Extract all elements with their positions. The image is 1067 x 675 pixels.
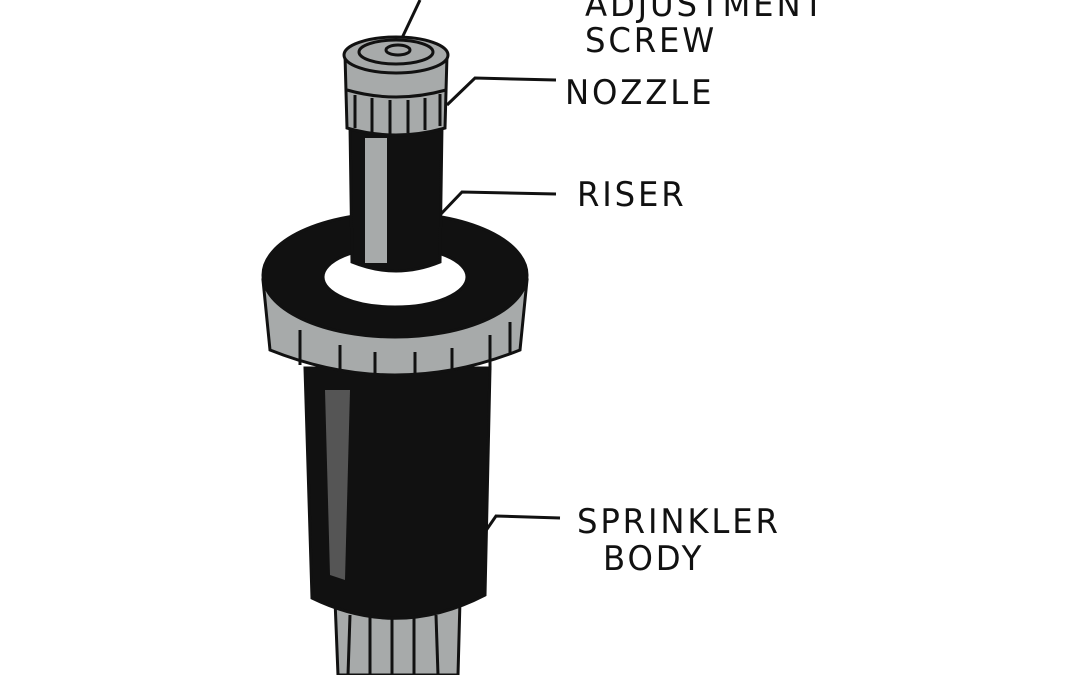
sprinkler-body xyxy=(303,366,492,620)
label-sprinkler-body-line1: SPRINKLER xyxy=(577,502,781,542)
leader-nozzle xyxy=(445,76,557,107)
adjustment-screw xyxy=(384,43,412,57)
label-adjustment-screw-line1: ADJUSTMENT xyxy=(585,0,827,25)
base-ridges xyxy=(346,614,440,675)
label-riser: RISER xyxy=(577,175,687,215)
leader-sprinkler-body xyxy=(483,514,561,533)
label-adjustment-screw-line2: SCREW xyxy=(585,21,718,61)
leader-lines xyxy=(400,0,561,533)
label-sprinkler-body-line2: BODY xyxy=(603,539,705,579)
label-nozzle: NOZZLE xyxy=(565,73,715,113)
body-highlight xyxy=(325,390,350,580)
nozzle-ridges xyxy=(346,88,447,134)
collar-ridges xyxy=(298,322,512,385)
riser xyxy=(348,123,444,273)
cap-ring xyxy=(357,38,435,66)
leader-adjustment-screw xyxy=(400,0,422,39)
leader-riser xyxy=(438,190,557,217)
riser-highlight xyxy=(365,138,387,263)
